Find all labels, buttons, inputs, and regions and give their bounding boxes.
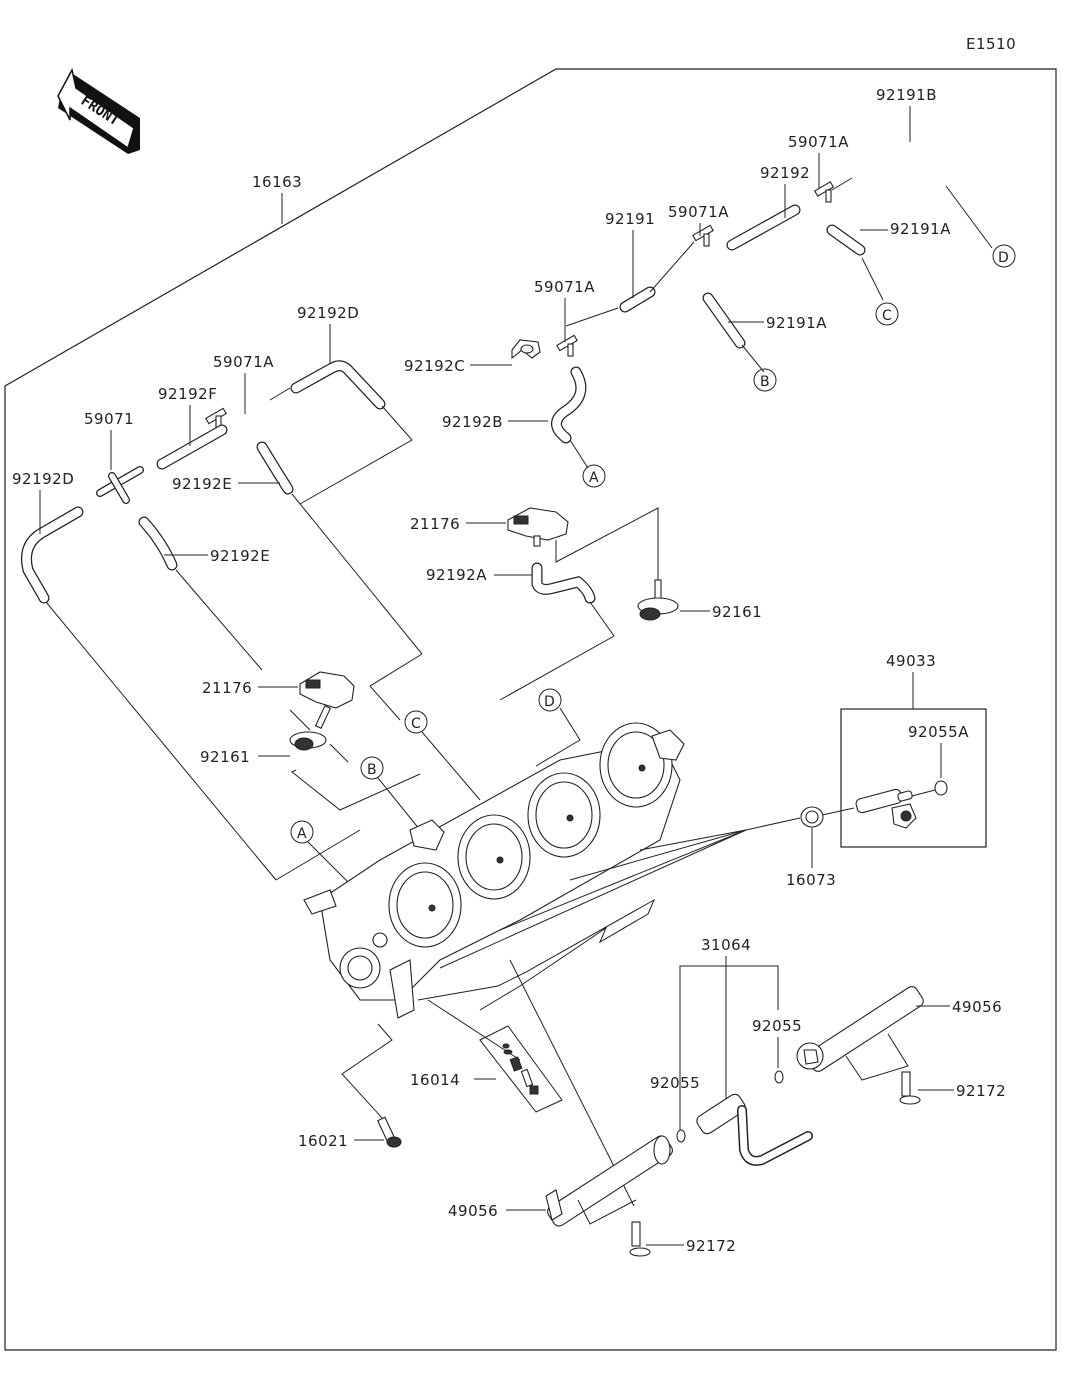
callout-92055-left: 92055 <box>650 1074 700 1092</box>
callout-92161-left: 92161 <box>200 748 250 766</box>
callout-92191A-right: 92191A <box>890 220 951 238</box>
svg-text:D: D <box>998 250 1009 266</box>
callout-92172-right: 92172 <box>956 1082 1006 1100</box>
callout-59071A-left: 59071A <box>213 353 274 371</box>
callout-92055A: 92055A <box>908 723 969 741</box>
callout-16163: 16163 <box>252 173 302 191</box>
callout-92192A: 92192A <box>426 566 487 584</box>
ref-marker-a-body: A <box>290 820 357 891</box>
vacuum-fitting-left <box>289 705 332 751</box>
callout-92191A-mid: 92191A <box>766 314 827 332</box>
fuel-delivery-pipe-right <box>796 986 924 1072</box>
svg-text:C: C <box>411 716 421 732</box>
callout-49056-left: 49056 <box>448 1202 498 1220</box>
callout-92161-right: 92161 <box>712 603 762 621</box>
callout-16014: 16014 <box>410 1071 460 1089</box>
bolt-icon <box>629 1221 651 1257</box>
callout-59071: 59071 <box>84 410 134 428</box>
callout-16073: 16073 <box>786 871 836 889</box>
fuel-delivery-pipe-left <box>545 1135 673 1227</box>
o-ring-icon <box>934 780 948 796</box>
svg-text:D: D <box>544 694 555 710</box>
injector-kit-box <box>840 708 987 848</box>
throttle-body-assembly <box>303 722 685 1019</box>
map-sensor-left <box>299 671 355 709</box>
ref-marker-c-top: C <box>875 302 899 326</box>
o-ring-icon <box>774 1070 784 1084</box>
vacuum-fitting-right <box>637 579 679 621</box>
diagram-frame <box>4 68 1057 1351</box>
callout-59071A-mid: 59071A <box>668 203 729 221</box>
callout-92192D-top: 92192D <box>297 304 359 322</box>
ref-marker-b-body: B <box>360 756 421 831</box>
callout-92191: 92191 <box>605 210 655 228</box>
callout-92192F: 92192F <box>158 385 217 403</box>
callout-92055-right: 92055 <box>752 1017 802 1035</box>
callout-21176-left: 21176 <box>202 679 252 697</box>
fuel-pipe-joint <box>696 1093 813 1166</box>
callout-92172-left: 92172 <box>686 1237 736 1255</box>
ref-marker-d-body: D <box>535 688 581 767</box>
svg-text:C: C <box>882 308 892 324</box>
callout-92192B: 92192B <box>442 413 503 431</box>
ref-marker-d-top: D <box>992 244 1016 268</box>
svg-text:A: A <box>589 470 599 486</box>
callout-92192: 92192 <box>760 164 810 182</box>
callout-59071A-low: 59071A <box>534 278 595 296</box>
screw-icon <box>376 1116 402 1148</box>
diagram-code: E1510 <box>966 35 1016 53</box>
callout-92192E-top: 92192E <box>172 475 232 493</box>
fuel-injector <box>855 788 917 829</box>
cross-fitting <box>96 466 144 504</box>
svg-text:B: B <box>367 762 377 778</box>
bolt-icon <box>899 1071 921 1105</box>
ref-marker-a-top: A <box>582 464 606 488</box>
ref-marker-c-body: C <box>404 710 481 801</box>
o-ring-icon <box>676 1129 686 1143</box>
callout-49033: 49033 <box>886 652 936 670</box>
callout-92192E-low: 92192E <box>210 547 270 565</box>
ref-marker-b-top: B <box>753 368 777 392</box>
callout-31064: 31064 <box>701 936 751 954</box>
svg-text:B: B <box>760 374 770 390</box>
front-arrow-icon: FRONT <box>57 67 140 154</box>
callout-92192C: 92192C <box>404 357 465 375</box>
map-sensor-right <box>507 507 569 547</box>
callout-59071A-top: 59071A <box>788 133 849 151</box>
svg-text:A: A <box>297 826 307 842</box>
callout-16021: 16021 <box>298 1132 348 1150</box>
tee-fitting <box>813 181 835 203</box>
callout-21176-right: 21176 <box>410 515 460 533</box>
callout-92192D-left: 92192D <box>12 470 74 488</box>
callout-49056-right: 49056 <box>952 998 1002 1016</box>
callout-92191B: 92191B <box>876 86 937 104</box>
